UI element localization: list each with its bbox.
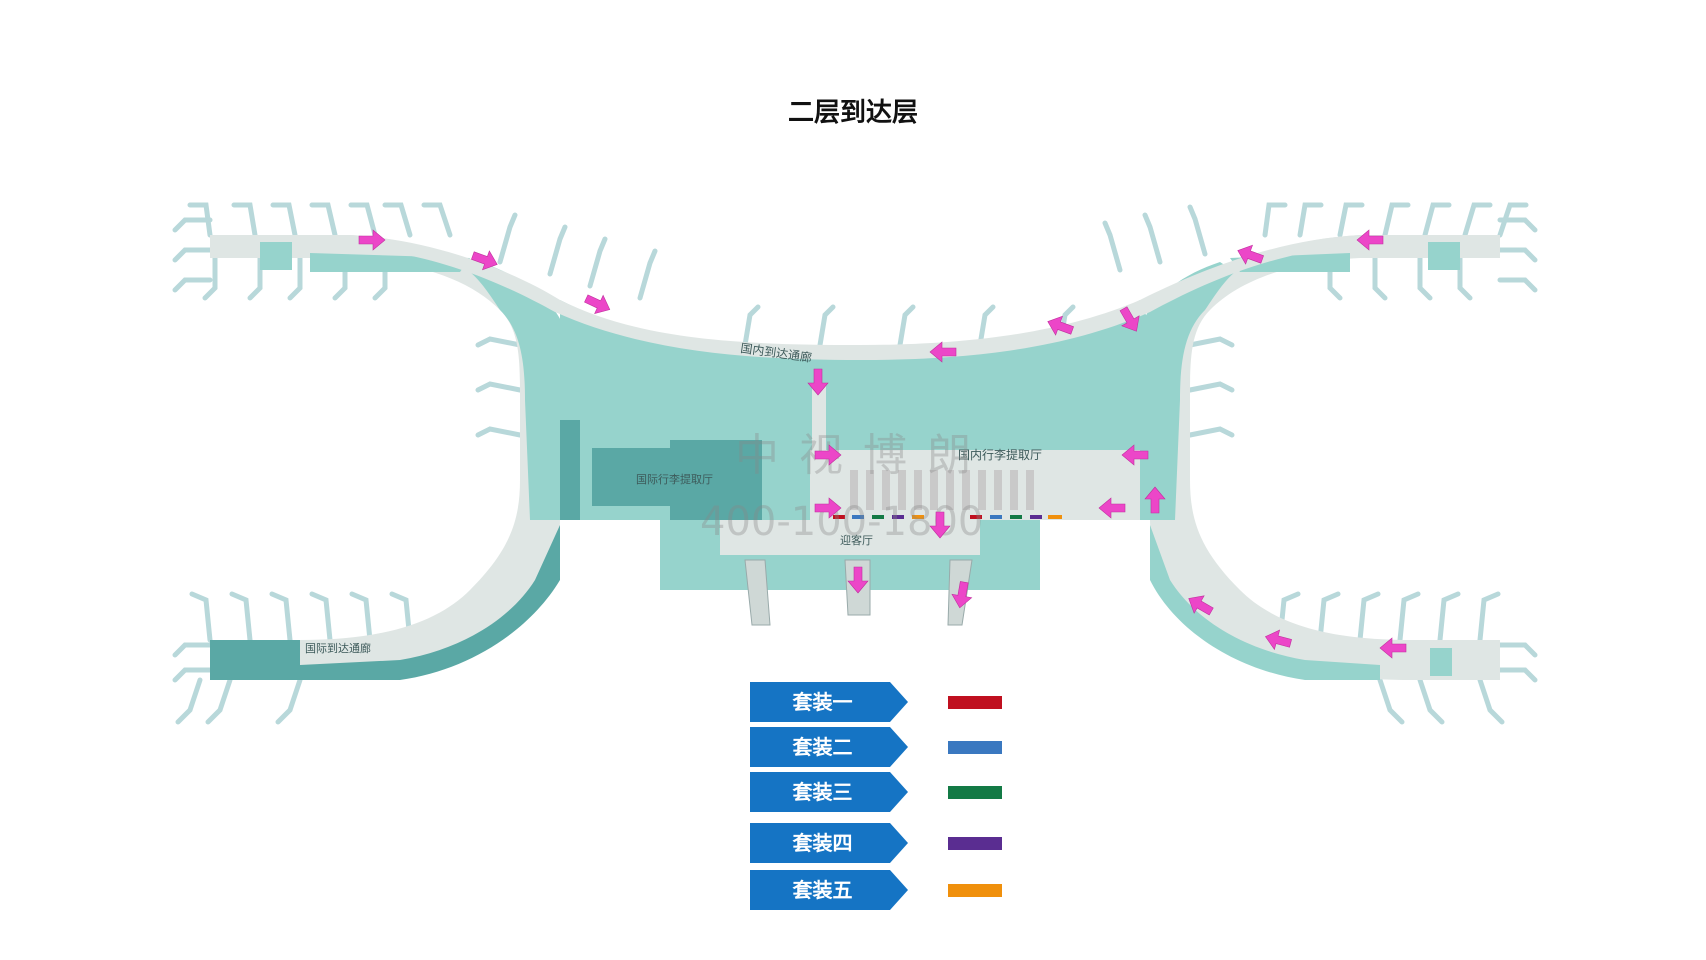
watermark-line1: 中视博朗 bbox=[735, 430, 991, 481]
package-markers bbox=[833, 515, 1062, 519]
legend-tag: 套装二 bbox=[750, 727, 908, 767]
legend-tag: 套装四 bbox=[750, 823, 908, 863]
international-baggage-label: 国际行李提取厅 bbox=[636, 472, 713, 486]
legend-label: 套装四 bbox=[792, 831, 853, 855]
legend-item: 套装四 bbox=[750, 823, 1050, 863]
legend-tag: 套装三 bbox=[750, 772, 908, 812]
legend-label: 套装一 bbox=[792, 690, 853, 714]
legend-item: 套装二 bbox=[750, 727, 1050, 767]
legend-tag: 套装一 bbox=[750, 682, 908, 722]
legend-item: 套装三 bbox=[750, 772, 1050, 812]
legend-item: 套装一 bbox=[750, 682, 1050, 722]
legend-label: 套装二 bbox=[792, 735, 853, 759]
legend-label: 套装三 bbox=[792, 780, 853, 804]
legend-label: 套装五 bbox=[792, 878, 853, 902]
legend-swatch bbox=[948, 786, 1002, 799]
international-corridor-label: 国际到达通廊 bbox=[305, 641, 371, 655]
legend-item: 套装五 bbox=[750, 870, 1050, 910]
terminal-building bbox=[210, 235, 1500, 680]
legend-swatch bbox=[948, 696, 1002, 709]
meeting-hall-label: 迎客厅 bbox=[840, 533, 873, 547]
page-title: 二层到达层 bbox=[787, 98, 918, 128]
legend-tag: 套装五 bbox=[750, 870, 908, 910]
legend-swatch bbox=[948, 741, 1002, 754]
baggage-carousels bbox=[850, 470, 1034, 510]
domestic-baggage-label: 国内行李提取厅 bbox=[958, 447, 1042, 462]
legend-swatch bbox=[948, 884, 1002, 897]
legend-swatch bbox=[948, 837, 1002, 850]
